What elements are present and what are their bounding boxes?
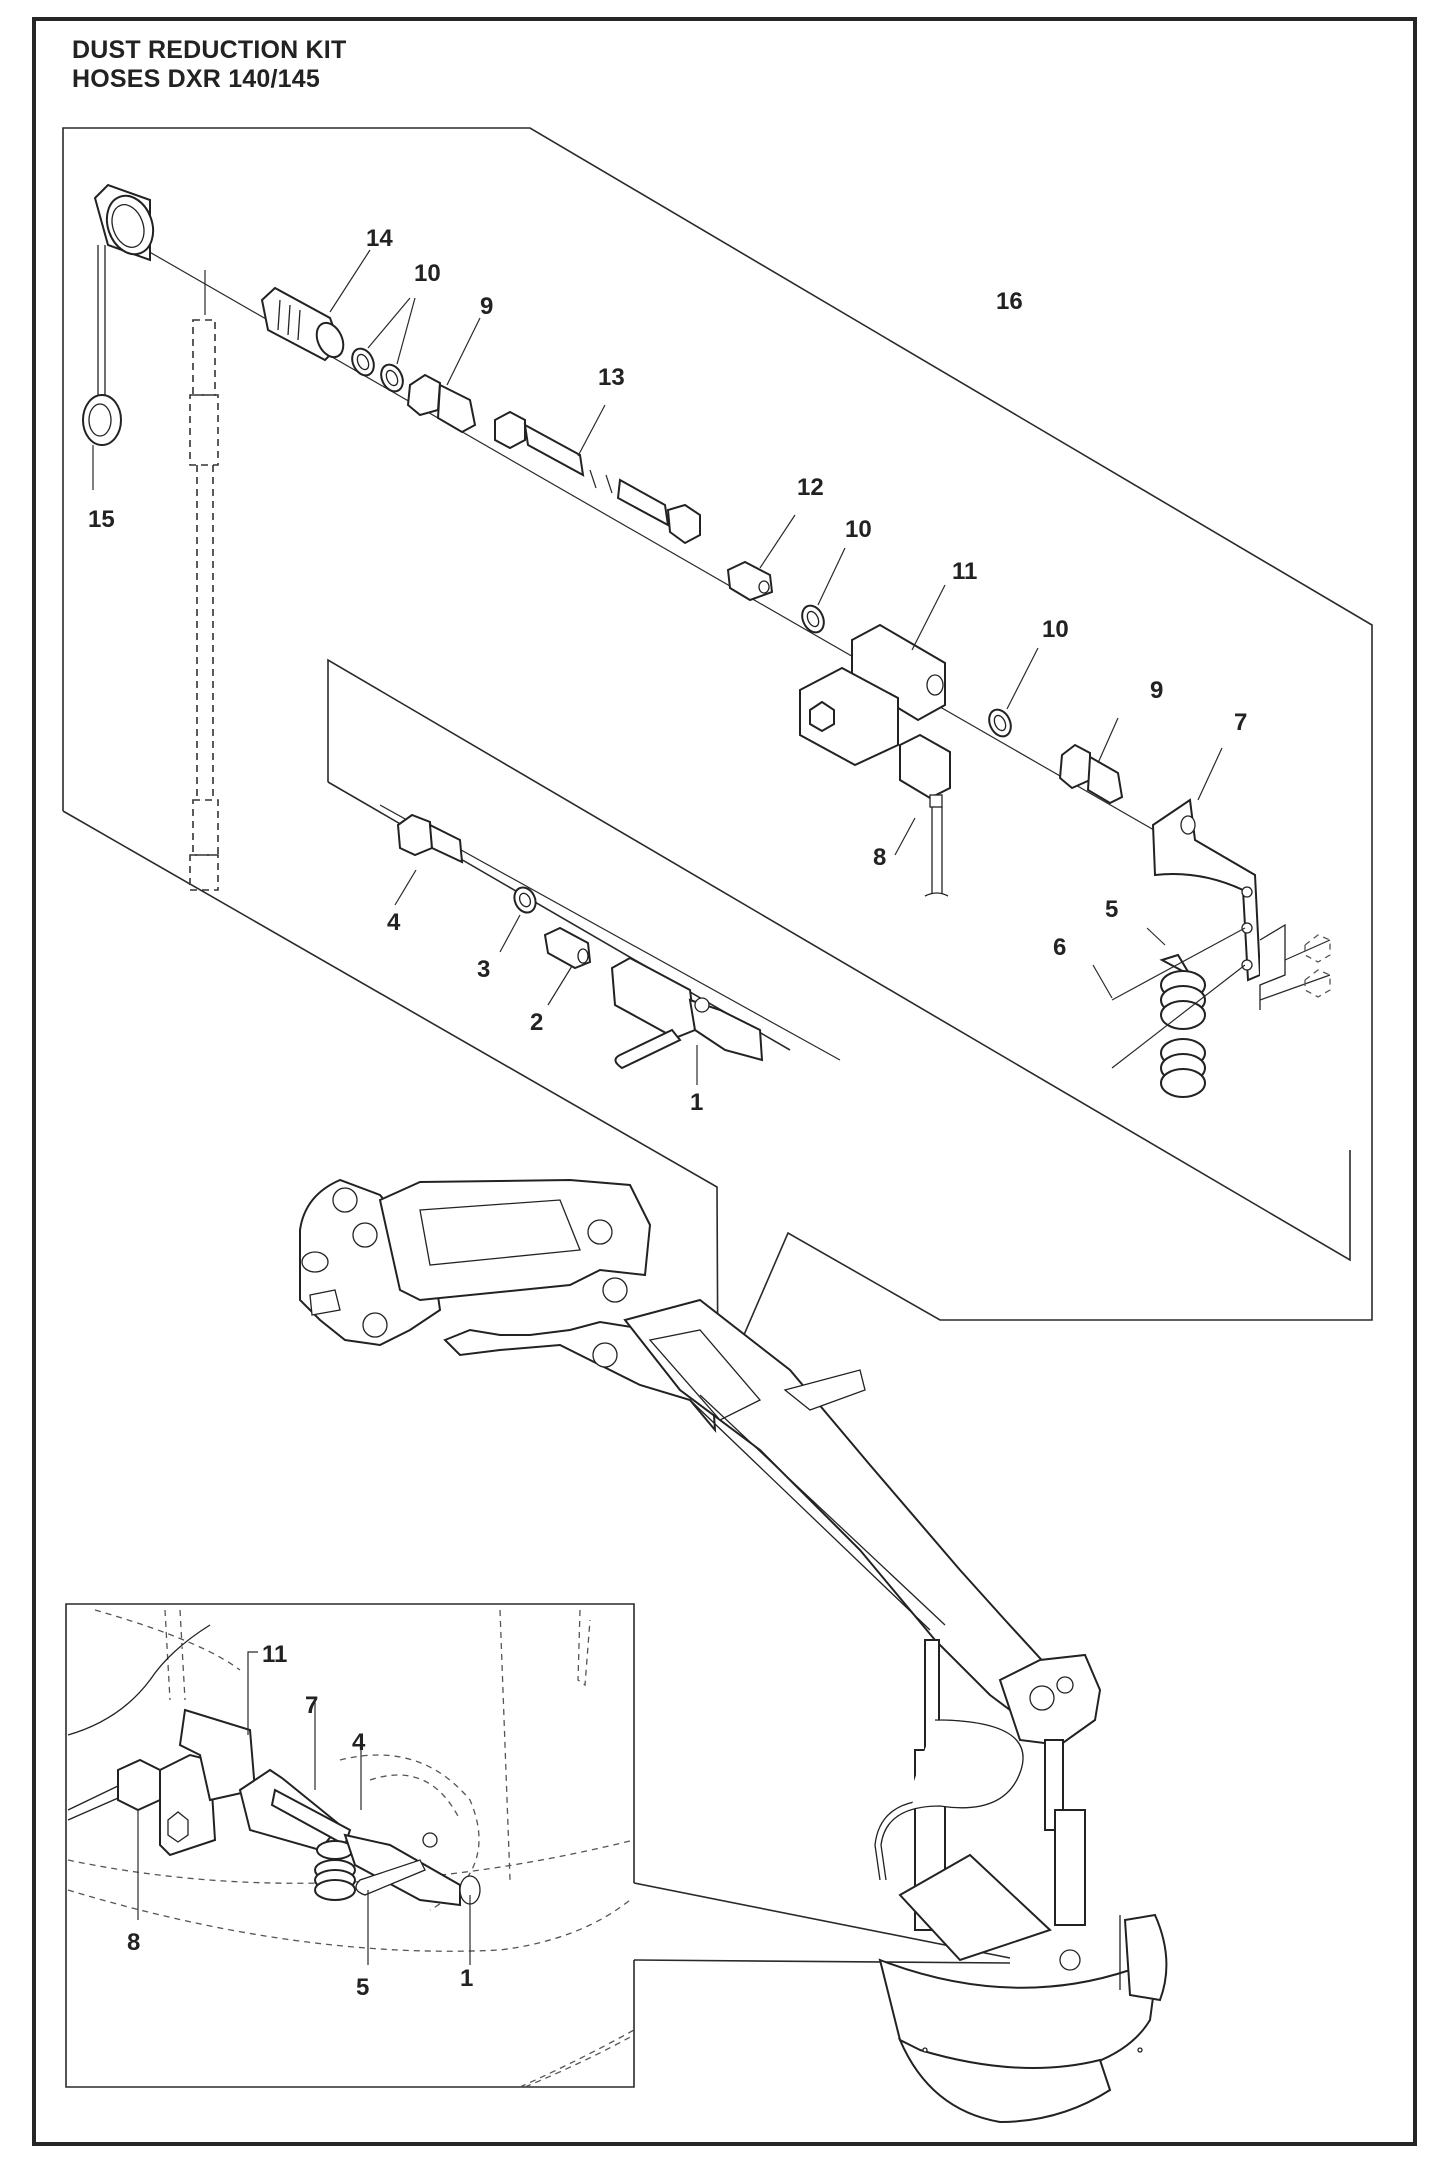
callout-9: 9 bbox=[480, 293, 493, 320]
callout-10: 10 bbox=[845, 516, 872, 543]
inset-phantom-lines bbox=[67, 1609, 635, 2088]
phantom-hose bbox=[189, 319, 219, 891]
diagram-subtitle: HOSES DXR 140/145 bbox=[72, 65, 320, 93]
grommets-part-5 bbox=[1092, 927, 1246, 1098]
callout-13: 13 bbox=[598, 364, 625, 391]
hose-part-13 bbox=[494, 404, 701, 545]
nipple-part-2 bbox=[543, 926, 592, 1006]
union-nut-part-4 bbox=[394, 813, 464, 906]
callout-4: 4 bbox=[387, 909, 401, 936]
callout-2: 2 bbox=[530, 1009, 543, 1036]
callout-11: 11 bbox=[952, 558, 977, 585]
machine-arm-illustration bbox=[299, 1178, 1168, 2124]
callout-12: 12 bbox=[797, 474, 824, 501]
bulkhead-adapter-part-9-right bbox=[1058, 717, 1124, 805]
ball-valve-part-1 bbox=[610, 956, 764, 1085]
drawing-frame bbox=[32, 17, 1417, 2146]
adapter-part-12 bbox=[726, 514, 796, 602]
washer-part-3 bbox=[499, 886, 537, 953]
inset-callout-7: 7 bbox=[305, 1692, 318, 1719]
callout-3: 3 bbox=[477, 956, 490, 983]
solenoid-valve-part-11 bbox=[799, 584, 946, 767]
callout-6: 6 bbox=[1053, 934, 1066, 961]
inset-callout-4: 4 bbox=[352, 1729, 366, 1756]
inset-leader-lines bbox=[137, 1651, 471, 1965]
callout-16: 16 bbox=[996, 288, 1023, 315]
inset-callout-11: 11 bbox=[262, 1641, 287, 1668]
callout-1: 1 bbox=[690, 1089, 703, 1116]
washer-part-10-mid bbox=[801, 547, 846, 634]
bracket-part-7 bbox=[1151, 747, 1331, 1010]
bulkhead-adapter-part-9 bbox=[406, 317, 481, 434]
inset-callout-8: 8 bbox=[127, 1929, 140, 1956]
inset-callout-labels: 11 7 4 8 5 1 bbox=[127, 1641, 473, 2001]
inset-assembly bbox=[67, 1708, 481, 1907]
inset-callout-5: 5 bbox=[356, 1974, 369, 2001]
quick-coupling-part-14 bbox=[260, 249, 371, 362]
inset-callout-1: 1 bbox=[460, 1965, 473, 1992]
dust-cap-part-15 bbox=[82, 183, 155, 490]
diagram-title: DUST REDUCTION KIT bbox=[72, 36, 347, 64]
callout-5: 5 bbox=[1105, 896, 1118, 923]
washer-part-10-right bbox=[988, 647, 1039, 738]
callout-15: 15 bbox=[88, 506, 115, 533]
callout-14: 14 bbox=[366, 225, 393, 252]
connector-part-8 bbox=[894, 733, 951, 897]
phantom-screws bbox=[1304, 934, 1331, 998]
inset-curve bbox=[67, 1624, 211, 1736]
inset-frame bbox=[65, 1603, 635, 2088]
callout-9: 9 bbox=[1150, 677, 1163, 704]
callout-10: 10 bbox=[414, 260, 441, 287]
hose-assembly-outline bbox=[62, 127, 1373, 1396]
callout-7: 7 bbox=[1234, 709, 1247, 736]
callout-8: 8 bbox=[873, 844, 886, 871]
callout-labels: 14 10 9 13 15 16 12 10 11 10 9 7 8 5 6 4… bbox=[88, 225, 1247, 1116]
washers-part-10 bbox=[351, 297, 416, 393]
callout-10: 10 bbox=[1042, 616, 1069, 643]
